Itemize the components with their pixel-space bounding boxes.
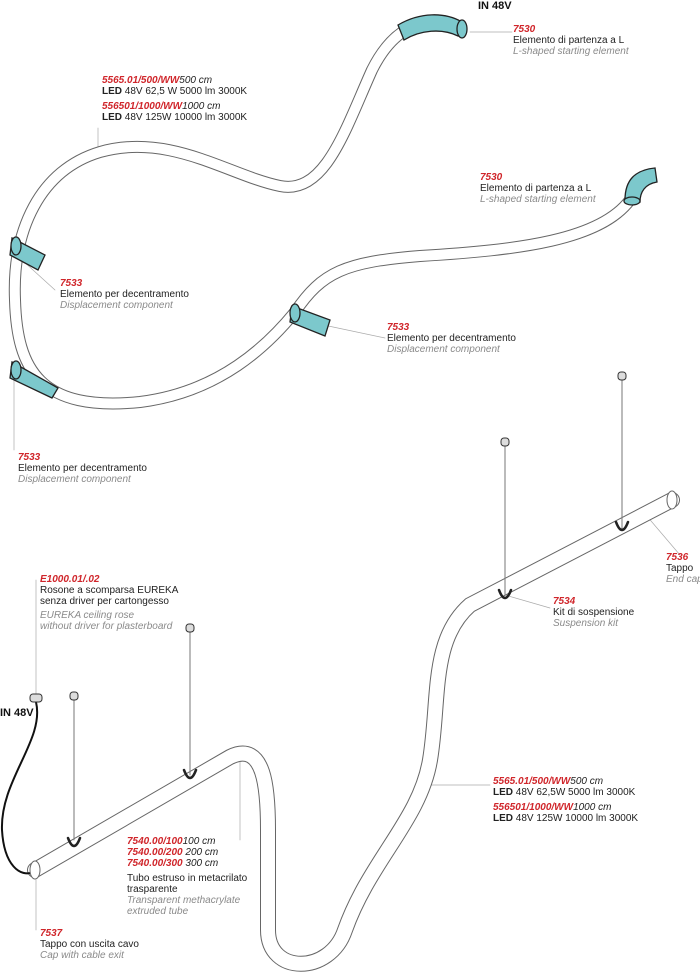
led-spec-bottom: 5565.01/500/WW500 cm LED 48V 62,5W 5000 …	[493, 776, 639, 824]
teal-components	[9, 14, 658, 399]
power-cable	[0, 701, 39, 875]
led-spec-top: 5565.01/500/WW500 cm LED 48V 62,5 W 5000…	[102, 75, 248, 123]
label-7540: 7540.00/100100 cm 7540.00/200 200 cm 754…	[127, 836, 248, 917]
input-label-top: IN 48V	[478, 0, 512, 12]
suspension-clamps	[66, 520, 630, 848]
input-label-bottom: IN 48V	[0, 707, 34, 719]
ceiling-anchors	[29, 371, 627, 703]
cable-cap	[29, 860, 41, 880]
end-cap	[666, 490, 678, 510]
suspension-wires	[73, 379, 623, 841]
